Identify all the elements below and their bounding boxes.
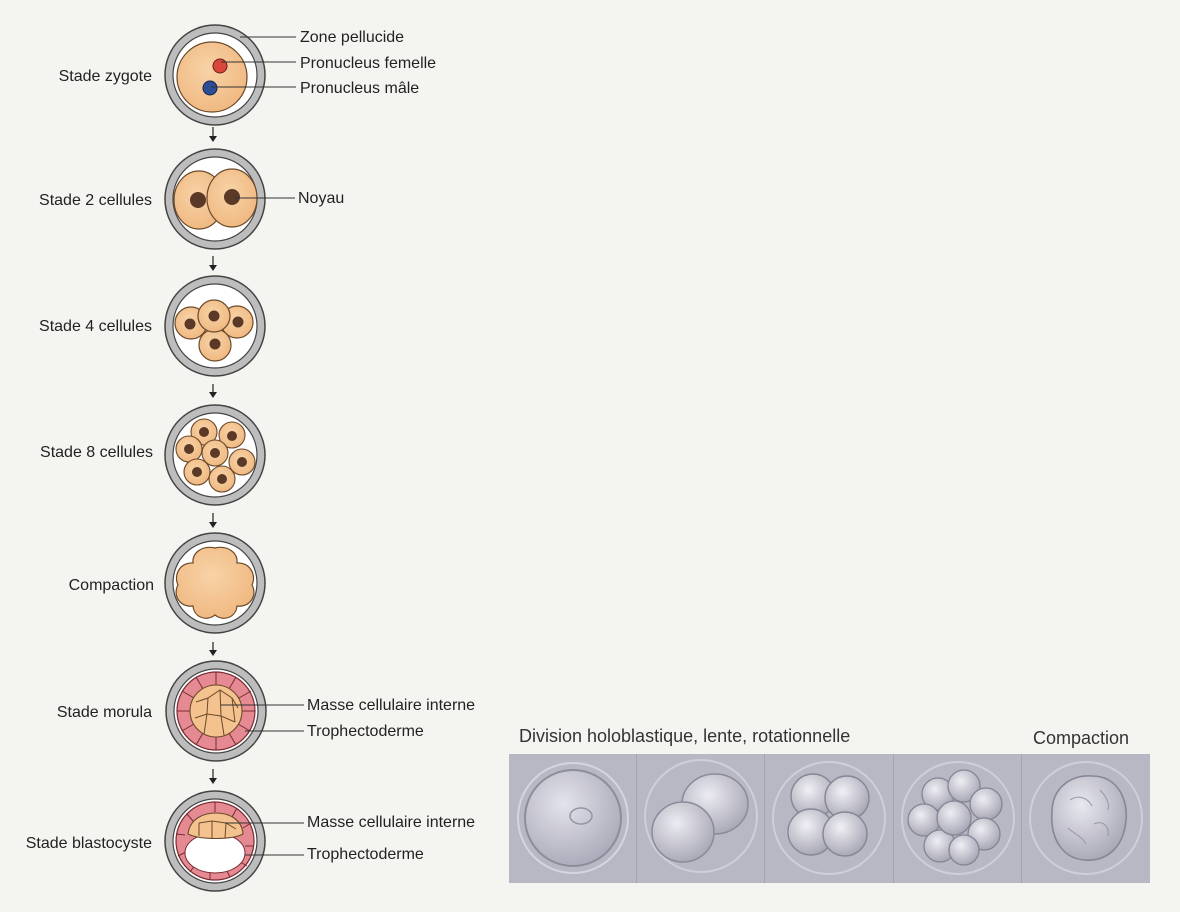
caption-division-holoblastique: Division holoblastique, lente, rotationn… [519,726,851,746]
four-cell-embryo [164,275,266,377]
stage-label-compaction: Compaction [69,577,154,594]
arrow-down-icon [209,513,217,528]
stage-label-blastocyste: Stade blastocyste [26,835,152,852]
stage-label-zygote: Stade zygote [59,68,153,85]
stage-label-4-cells: Stade 4 cellules [39,318,152,335]
label-noyau: Noyau [298,190,344,207]
micrograph-zygote [509,754,638,883]
two-cell-embryo [164,148,266,250]
arrow-down-icon [209,256,217,271]
label-pronucleus-male: Pronucleus mâle [300,80,419,97]
label-blasto-masse-cellulaire: Masse cellulaire interne [307,814,475,831]
stage-label-2-cells: Stade 2 cellules [39,192,152,209]
compaction-embryo [164,532,266,634]
stage-label-8-cells: Stade 8 cellules [40,444,153,461]
micrograph-8-cells [894,754,1022,883]
zygote-embryo [164,24,266,126]
label-pronucleus-femelle: Pronucleus femelle [300,55,436,72]
arrow-down-icon [209,384,217,398]
label-blasto-trophectoderme: Trophectoderme [307,846,424,863]
male-pronucleus [202,80,218,96]
arrow-down-icon [209,127,217,142]
arrow-down-icon [209,769,217,784]
micrograph-2-cells [637,754,766,883]
morula-embryo [165,660,267,762]
arrow-down-icon [209,642,217,656]
micrograph-compaction [1022,754,1150,883]
eight-cell-embryo [164,404,266,506]
caption-compaction: Compaction [1033,728,1130,748]
micrograph-strip [509,754,1150,883]
blastocyst-embryo [164,790,266,892]
micrograph-4-cells [765,754,894,883]
label-zone-pellucide: Zone pellucide [300,29,404,46]
label-morula-trophectoderme: Trophectoderme [307,723,424,740]
female-pronucleus [212,58,228,74]
stage-label-morula: Stade morula [57,704,152,721]
label-morula-masse-cellulaire: Masse cellulaire interne [307,697,475,714]
